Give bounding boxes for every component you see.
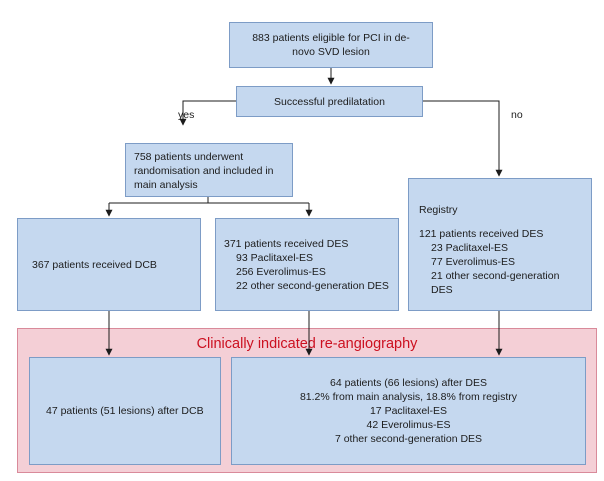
randomised-line-2: randomisation and included in [134,165,274,177]
registry-item-paclitaxel: 23 Paclitaxel-ES [431,242,509,254]
des-outcome-line-2: 81.2% from main analysis, 18.8% from reg… [299,391,518,403]
no-label: no [511,109,523,121]
reangiography-title: Clinically indicated re-angiography [196,336,418,352]
randomised-line-1: 758 patients underwent [134,151,244,163]
registry-box: Registry 121 patients received DES 23 Pa… [408,178,592,311]
eligible-box: 883 patients eligible for PCI in de- nov… [229,22,433,68]
des-outcome-line-5: 7 other second-generation DES [334,433,483,445]
des-outcome-line-1: 64 patients (66 lesions) after DES [330,377,487,389]
des-arm-item-paclitaxel: 93 Paclitaxel-ES [236,252,314,264]
des-outcome-box: 64 patients (66 lesions) after DES 81.2%… [231,357,586,465]
randomised-box: 758 patients underwent randomisation and… [125,143,293,197]
des-arm-total: 371 patients received DES [224,238,349,250]
line-no-branch [423,100,503,177]
des-arm-item-everolimus: 256 Everolimus-ES [236,266,326,278]
yes-label: yes [178,109,195,121]
predilatation-box: Successful predilatation [236,86,423,117]
dcb-outcome-box: 47 patients (51 lesions) after DCB [29,357,221,465]
predilatation-label: Successful predilatation [274,95,385,108]
randomised-line-3: main analysis [134,179,198,191]
des-outcome-line-4: 42 Everolimus-ES [366,419,451,431]
dcb-arm-label: 367 patients received DCB [32,258,157,271]
registry-item-other: 21 other second-generation DES [431,270,560,296]
dcb-arm-box: 367 patients received DCB [17,218,201,311]
registry-item-everolimus: 77 Everolimus-ES [431,256,516,268]
registry-total: 121 patients received DES [419,228,544,240]
dcb-outcome-label: 47 patients (51 lesions) after DCB [46,405,204,417]
registry-title: Registry [419,204,458,216]
line-yes-branch [179,100,236,126]
des-arm-item-other: 22 other second-generation DES [236,280,389,292]
eligible-line-2: novo SVD lesion [292,46,370,58]
eligible-line-1: 883 patients eligible for PCI in de- [252,32,410,44]
des-arm-box: 371 patients received DES 93 Paclitaxel-… [215,218,399,311]
des-outcome-line-3: 17 Paclitaxel-ES [369,405,448,417]
